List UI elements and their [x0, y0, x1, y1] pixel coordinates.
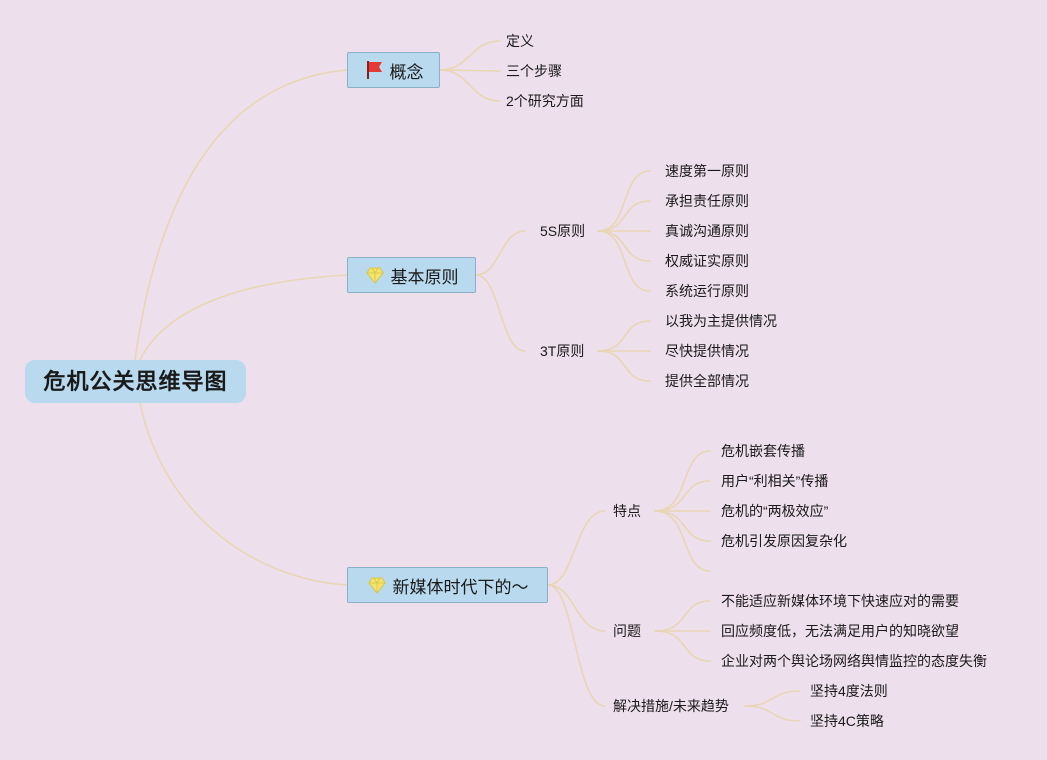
group-5s[interactable]: 5S原则	[540, 223, 586, 239]
leaf-5s-1[interactable]: 速度第一原则	[665, 163, 749, 179]
group-problems[interactable]: 问题	[613, 623, 641, 639]
connector-concept-research	[439, 69, 501, 102]
leaf-5s-4[interactable]: 权威证实原则	[665, 253, 749, 269]
leaf-3t-1[interactable]: 以我为主提供情况	[665, 313, 777, 329]
group-3t[interactable]: 3T原则	[540, 343, 585, 359]
yellow-gem-icon	[365, 265, 385, 285]
connector-principles-3t	[475, 274, 526, 352]
branch-new-media-label: 新媒体时代下的～	[392, 577, 529, 597]
leaf-features-2[interactable]: 用户“利相关”传播	[721, 473, 829, 489]
connector-problems-1	[654, 600, 711, 632]
leaf-concept-2[interactable]: 三个步骤	[506, 63, 562, 79]
connector-newmedia-solutions	[547, 584, 606, 707]
leaf-problems-3[interactable]: 企业对两个舆论场网络舆情监控的态度失衡	[721, 653, 987, 669]
connector-features-5	[654, 510, 711, 572]
leaf-5s-2[interactable]: 承担责任原则	[665, 193, 749, 209]
leaf-concept-3[interactable]: 2个研究方面	[506, 93, 584, 109]
connector-5s-4	[597, 230, 651, 262]
leaf-problems-2[interactable]: 回应频度低，无法满足用户的知晓欲望	[721, 623, 959, 639]
branch-principles-label: 基本原则	[390, 267, 459, 287]
connector-concept-steps	[439, 69, 501, 72]
leaf-5s-3[interactable]: 真诚沟通原则	[665, 223, 749, 239]
branch-new-media[interactable]: 新媒体时代下的～	[347, 567, 548, 603]
connector-3t-3	[597, 350, 651, 382]
connector-5s-1	[597, 170, 651, 232]
leaf-problems-1[interactable]: 不能适应新媒体环境下快速应对的需要	[721, 593, 959, 609]
branch-principles[interactable]: 基本原则	[347, 257, 476, 293]
connector-5s-2	[597, 200, 651, 232]
red-flag-icon	[364, 60, 384, 80]
leaf-solutions-2[interactable]: 坚持4C策略	[810, 713, 884, 729]
connector-problems-3	[654, 630, 711, 662]
leaf-5s-5[interactable]: 系统运行原则	[665, 283, 749, 299]
connector-newmedia-features	[547, 510, 606, 586]
yellow-gem-icon	[367, 575, 387, 595]
group-features[interactable]: 特点	[613, 503, 641, 519]
leaf-features-3[interactable]: 危机的“两极效应”	[721, 503, 829, 519]
connector-solutions-2	[744, 705, 801, 722]
leaf-3t-2[interactable]: 尽快提供情况	[665, 343, 749, 359]
connector-root-to-concept	[134, 69, 348, 361]
leaf-concept-1[interactable]: 定义	[506, 33, 534, 49]
connector-principles-5s	[475, 230, 526, 276]
branch-concept[interactable]: 概念	[347, 52, 440, 88]
leaf-features-1[interactable]: 危机嵌套传播	[721, 443, 805, 459]
connector-newmedia-problems	[547, 584, 606, 632]
connector-3t-1	[597, 320, 651, 352]
connector-root-to-newmedia	[139, 402, 348, 586]
connector-5s-5	[597, 230, 651, 292]
connector-concept-definition	[439, 40, 501, 71]
connector-features-1	[654, 450, 711, 512]
connector-features-2	[654, 480, 711, 512]
connector-solutions-1	[744, 690, 801, 707]
group-solutions[interactable]: 解决措施/未来趋势	[613, 698, 729, 714]
connector-features-4	[654, 510, 711, 542]
leaf-solutions-1[interactable]: 坚持4度法则	[810, 683, 888, 699]
connector-root-to-principles	[139, 274, 348, 361]
root-topic[interactable]: 危机公关思维导图	[25, 360, 246, 403]
branch-concept-label: 概念	[389, 62, 424, 82]
leaf-3t-3[interactable]: 提供全部情况	[665, 373, 749, 389]
leaf-features-4[interactable]: 危机引发原因复杂化	[721, 533, 847, 549]
